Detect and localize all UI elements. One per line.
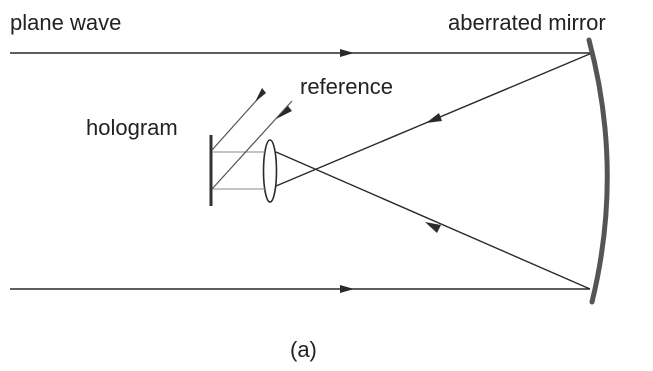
hologram-label: hologram bbox=[86, 115, 178, 140]
lower-ray-arrow bbox=[340, 285, 354, 293]
reference-beam-2-arrow bbox=[276, 106, 292, 119]
lower-reflected-arrow bbox=[425, 222, 441, 233]
reference-beam-2 bbox=[211, 100, 293, 190]
plane-wave-label: plane wave bbox=[10, 10, 121, 35]
lens bbox=[262, 139, 278, 203]
upper-reflected-arrow bbox=[426, 113, 442, 123]
figure-caption: (a) bbox=[290, 337, 317, 362]
aberrated-mirror bbox=[586, 37, 610, 305]
reference-beam-1-arrow bbox=[255, 88, 266, 102]
lower-reflected-ray bbox=[275, 151, 591, 290]
upper-ray-arrow bbox=[340, 49, 354, 57]
aberrated-mirror-label: aberrated mirror bbox=[448, 10, 606, 35]
reference-label: reference bbox=[300, 74, 393, 99]
